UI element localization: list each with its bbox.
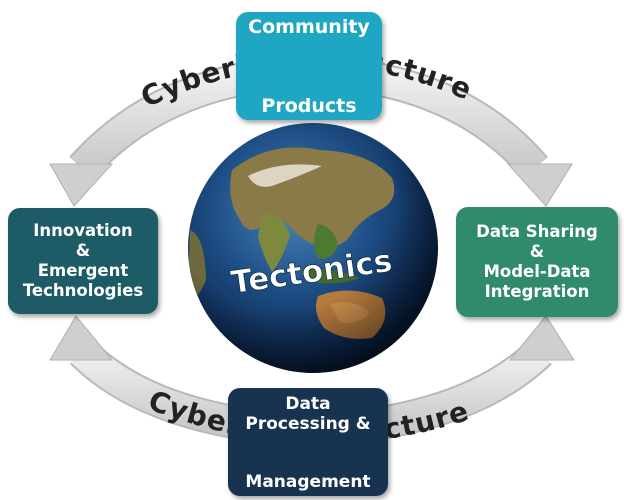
- arrow-head-right-lower: [508, 315, 575, 361]
- arrow-head-right-upper: [506, 163, 573, 207]
- community-products-box: Community Products: [236, 12, 382, 120]
- box-line: Emergent: [37, 261, 129, 280]
- box-line: Management: [245, 471, 371, 492]
- box-line: Processing &: [245, 414, 371, 435]
- box-line: Products: [261, 95, 357, 118]
- box-line: Technologies: [22, 280, 144, 300]
- box-line: Integration: [484, 281, 590, 301]
- data-processing-management-box: Data Processing & Management: [228, 388, 388, 496]
- box-line: Data Sharing: [476, 222, 598, 242]
- arrow-head-left-upper: [49, 163, 114, 207]
- innovation-emergent-technologies-box: Innovation & Emergent Technologies: [8, 208, 158, 314]
- box-line: &: [529, 242, 545, 262]
- arrow-head-left-lower: [49, 315, 114, 361]
- earth-globe: Tectonics: [188, 123, 438, 373]
- box-upper-group: Data Processing &: [245, 394, 370, 435]
- box-line: Data: [285, 394, 331, 414]
- box-line: Innovation: [33, 221, 133, 241]
- box-line: Model-Data: [483, 262, 591, 281]
- box-line: Community: [248, 16, 370, 38]
- box-line: &: [75, 241, 91, 261]
- data-sharing-model-data-integration-box: Data Sharing & Model-Data Integration: [456, 207, 618, 317]
